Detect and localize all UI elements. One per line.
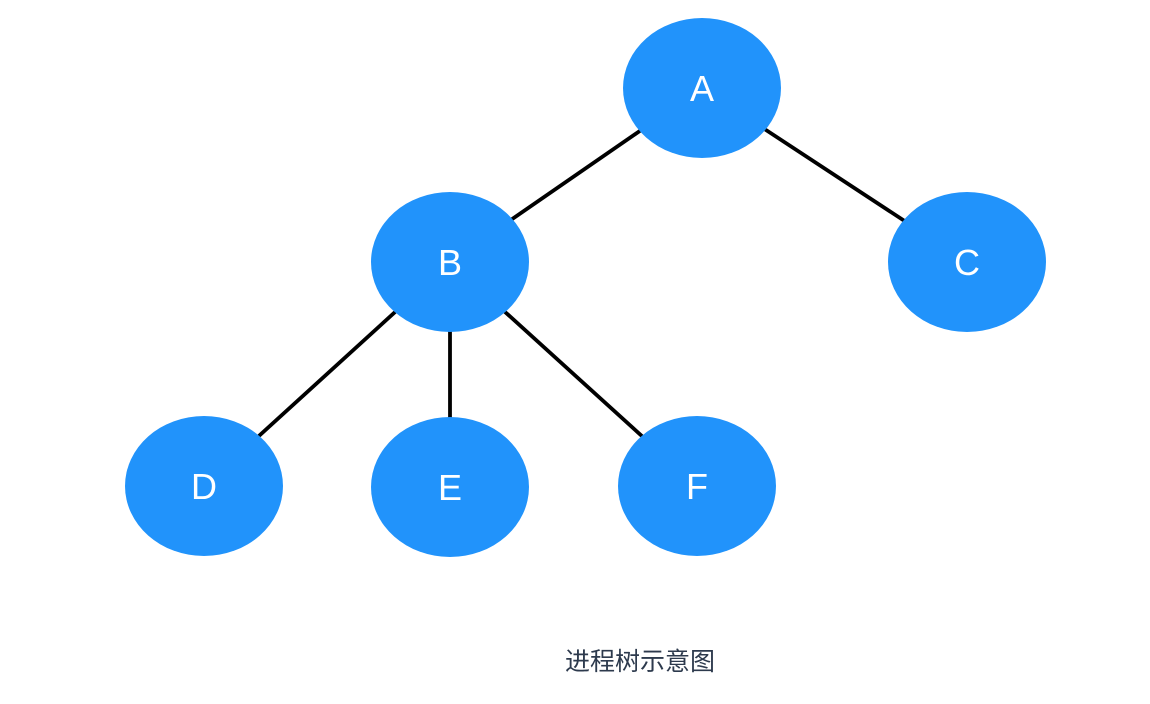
node-ellipse-E <box>371 417 529 557</box>
tree-node-E: E <box>371 417 529 557</box>
node-label-B: B <box>438 242 462 283</box>
node-ellipse-B <box>371 192 529 332</box>
node-ellipse-F <box>618 416 776 556</box>
node-label-A: A <box>690 68 714 109</box>
tree-node-A: A <box>623 18 781 158</box>
node-label-F: F <box>686 466 708 507</box>
tree-node-C: C <box>888 192 1046 332</box>
node-ellipse-D <box>125 416 283 556</box>
diagram-caption: 进程树示意图 <box>565 648 715 676</box>
node-ellipse-C <box>888 192 1046 332</box>
node-label-D: D <box>191 466 217 507</box>
tree-node-D: D <box>125 416 283 556</box>
node-label-C: C <box>954 242 980 283</box>
tree-node-F: F <box>618 416 776 556</box>
node-ellipse-A <box>623 18 781 158</box>
nodes-layer: A B C D E F <box>125 18 1046 557</box>
node-label-E: E <box>438 467 462 508</box>
tree-node-B: B <box>371 192 529 332</box>
edges-layer <box>202 86 969 489</box>
